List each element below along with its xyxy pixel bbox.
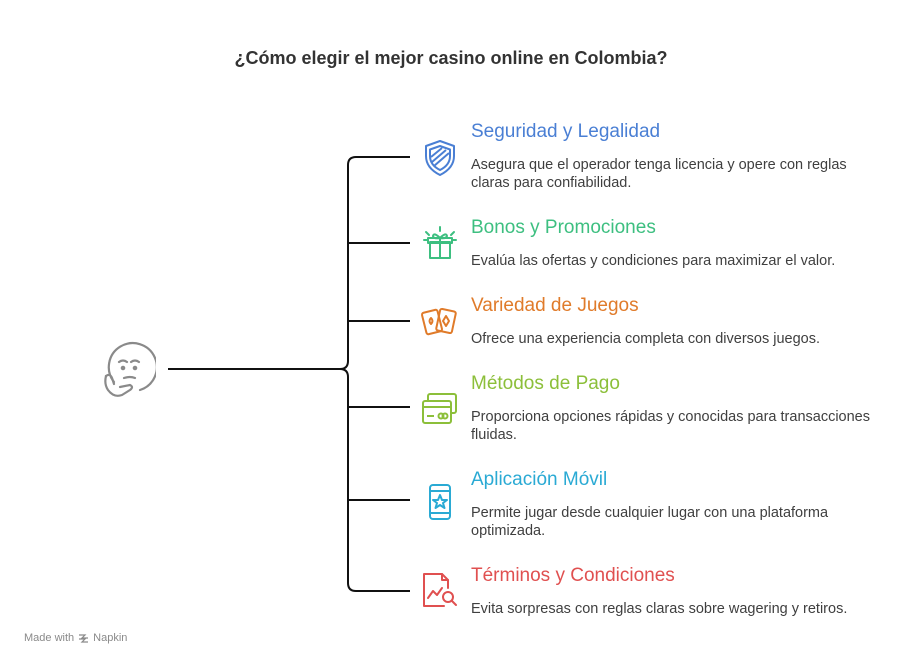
gift-icon — [423, 226, 457, 259]
item-heading-seguridad: Seguridad y Legalidad — [471, 121, 661, 142]
credit-made-with: Made with — [24, 632, 75, 644]
item-description-aplicacion: Permite jugar desde cualquier lugar con … — [471, 505, 829, 539]
item-heading-variedad: Variedad de Juegos — [471, 295, 639, 316]
mobile-app-icon — [429, 484, 451, 520]
thinking-face-icon — [104, 342, 156, 397]
item-description-terminos: Evita sorpresas con reglas claras sobre … — [471, 601, 848, 617]
item-description-variedad: Ofrece una experiencia completa con dive… — [471, 331, 820, 347]
payment-cards-icon — [422, 393, 457, 424]
item-description-bonos: Evalúa las ofertas y condiciones para ma… — [471, 253, 836, 269]
document-search-icon — [423, 573, 457, 607]
item-heading-aplicacion: Aplicación Móvil — [471, 469, 608, 490]
diagram-title: ¿Cómo elegir el mejor casino online en C… — [234, 48, 668, 68]
item-description-seguridad: Asegura que el operador tenga licencia y… — [471, 157, 847, 191]
item-heading-terminos: Términos y Condiciones — [471, 565, 675, 586]
item-heading-metodos: Métodos de Pago — [471, 373, 620, 394]
shield-icon — [425, 140, 455, 176]
napkin-logo-icon — [79, 633, 89, 643]
item-description-metodos: Proporciona opciones rápidas y conocidas… — [471, 409, 870, 443]
playing-cards-icon — [421, 307, 457, 336]
made-with-napkin-credit: Made with Napkin — [24, 632, 127, 644]
item-heading-bonos: Bonos y Promociones — [471, 217, 656, 238]
credit-brand: Napkin — [93, 632, 128, 644]
